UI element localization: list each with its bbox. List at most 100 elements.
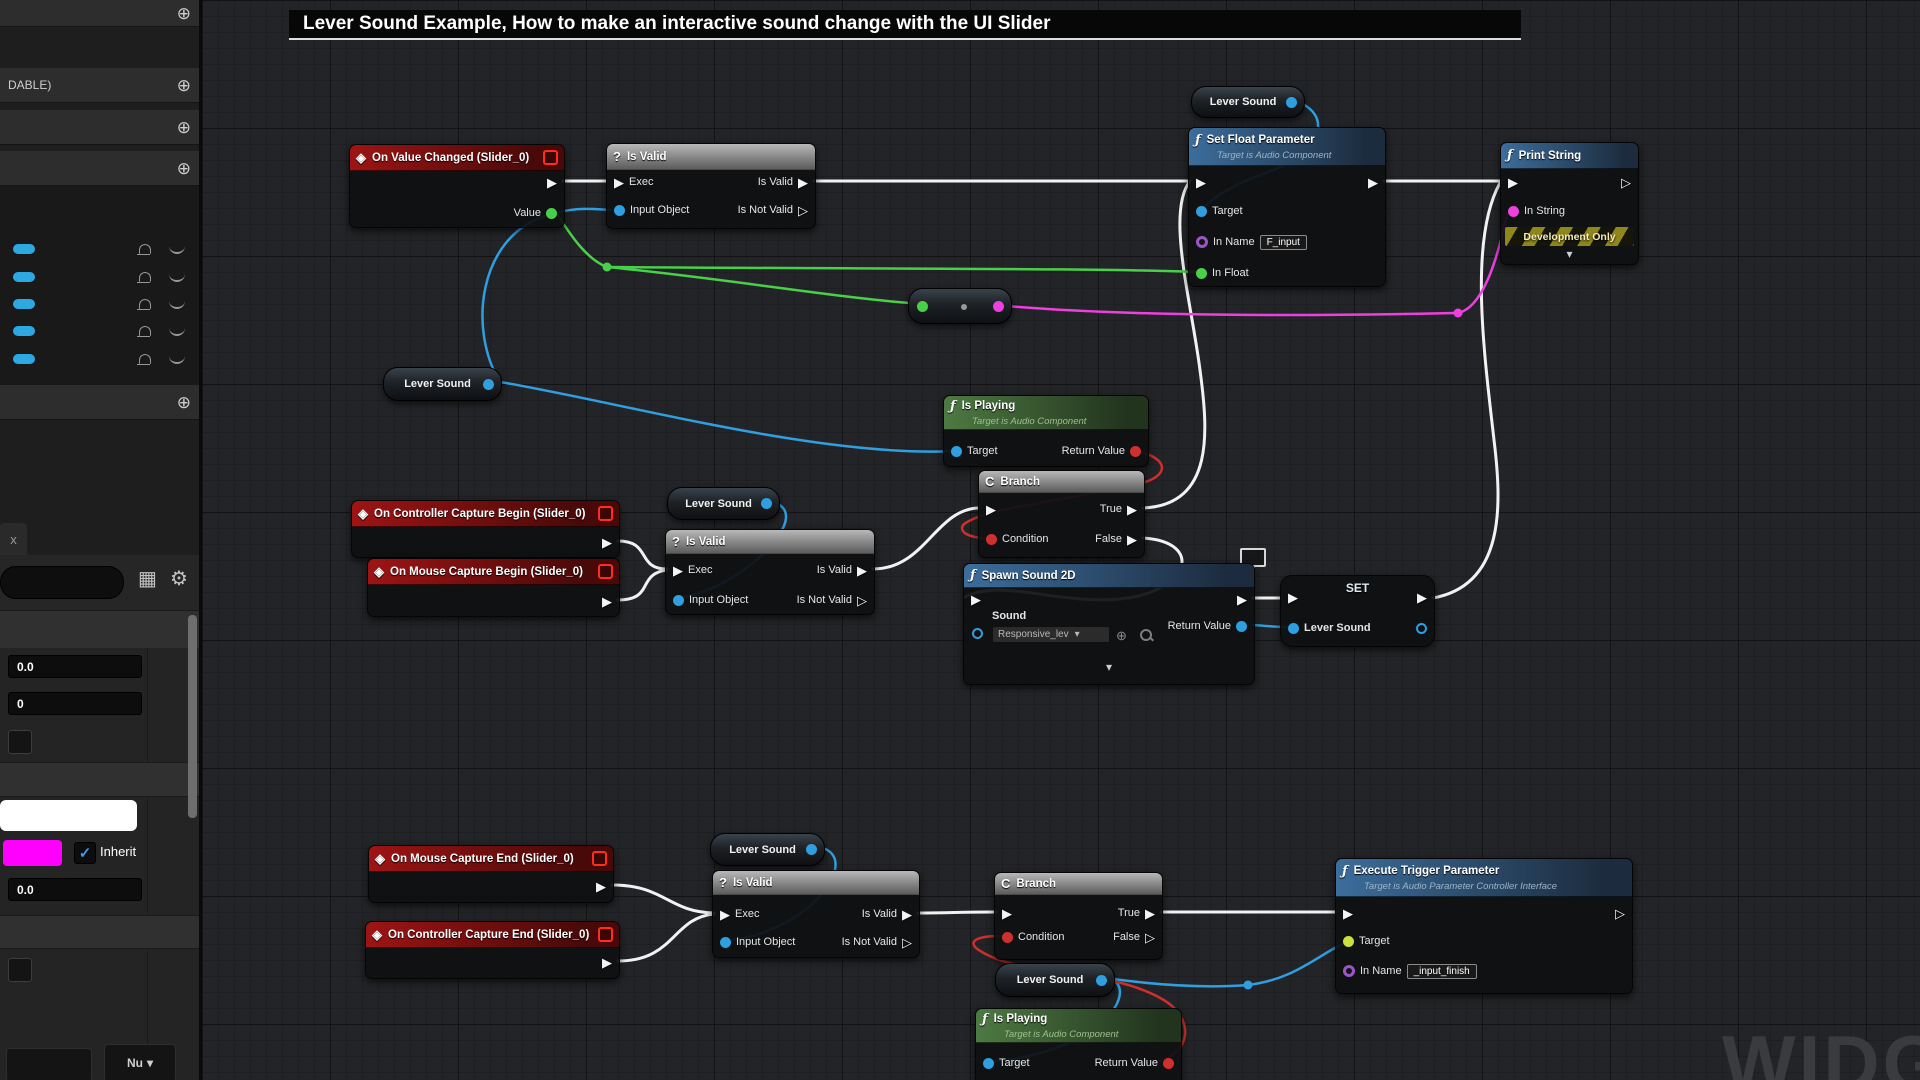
gear-icon[interactable]: ⚙ xyxy=(170,568,188,590)
node-is-valid-3[interactable]: ? Is Valid ▶ Exec Is Valid ▶ Input Objec… xyxy=(712,870,920,958)
delegate-pin[interactable] xyxy=(592,851,607,866)
add-button[interactable]: ⊕ xyxy=(176,3,191,23)
close-icon[interactable]: x xyxy=(10,531,17,547)
var-lever-sound-3[interactable]: Lever Sound xyxy=(667,487,780,520)
var-out-pin[interactable] xyxy=(761,498,772,509)
delegate-pin[interactable] xyxy=(543,150,558,165)
is-valid-out-pin[interactable]: ▶ xyxy=(798,174,808,190)
exec-out-pin[interactable]: ▶ xyxy=(602,534,612,550)
exec-in-pin[interactable]: ▶ xyxy=(971,591,981,607)
sound-pin[interactable] xyxy=(972,628,983,639)
false-out-pin[interactable]: ▶ xyxy=(1127,531,1137,547)
float-field-1[interactable]: 0.0 xyxy=(8,655,142,678)
input-object-pin[interactable] xyxy=(614,204,625,216)
eye-closed-icon[interactable] xyxy=(169,272,185,282)
input-object-pin[interactable] xyxy=(720,936,731,948)
node-on-mouse-capture-end[interactable]: ◈ On Mouse Capture End (Slider_0) ▶ xyxy=(368,845,614,903)
exec-in-pin[interactable]: ▶ xyxy=(1343,905,1353,921)
color-swatch-white[interactable] xyxy=(0,800,137,831)
in-name-input[interactable]: _input_finish xyxy=(1406,963,1477,979)
target-pin[interactable] xyxy=(1196,205,1207,217)
add-button[interactable]: ⊕ xyxy=(176,158,191,178)
node-is-playing-1[interactable]: ƒ Is Playing Target is Audio Component T… xyxy=(943,395,1149,467)
in-float-pin[interactable] xyxy=(1196,267,1207,279)
delegate-pin[interactable] xyxy=(598,564,613,579)
true-out-pin[interactable]: ▶ xyxy=(1145,905,1155,921)
node-branch-1[interactable]: Ϲ Branch ▶ True ▶ Condition False ▶ xyxy=(978,470,1145,558)
node-set-lever-sound[interactable]: SET ▶ ▶ Lever Sound xyxy=(1280,575,1435,647)
inherit-checkbox[interactable]: ✓ xyxy=(74,842,96,864)
node-branch-2[interactable]: Ϲ Branch ▶ True ▶ Condition False ▷ xyxy=(994,872,1163,960)
eye-closed-icon[interactable] xyxy=(169,326,185,336)
bell-icon[interactable] xyxy=(137,271,151,283)
bell-icon[interactable] xyxy=(137,298,151,310)
node-spawn-sound-2d[interactable]: ƒ Spawn Sound 2D ▶ ▶ Sound Responsive_le… xyxy=(963,563,1255,685)
node-float-to-string-conversion[interactable] xyxy=(908,288,1012,324)
grid-view-icon[interactable]: ▦ xyxy=(138,568,157,590)
bell-icon[interactable] xyxy=(137,243,151,255)
add-button[interactable]: ⊕ xyxy=(176,392,191,412)
checkbox-unchecked-2[interactable] xyxy=(8,958,32,982)
node-on-mouse-capture-begin[interactable]: ◈ On Mouse Capture Begin (Slider_0) ▶ xyxy=(367,558,620,617)
var-out-pin[interactable] xyxy=(1096,974,1107,986)
in-name-input[interactable]: F_input xyxy=(1259,234,1307,250)
exec-out-pin[interactable]: ▷ xyxy=(1621,174,1631,190)
bell-icon[interactable] xyxy=(137,353,151,365)
target-pin[interactable] xyxy=(983,1057,994,1069)
exec-out-pin[interactable]: ▶ xyxy=(547,174,557,190)
node-on-value-changed[interactable]: ◈ On Value Changed (Slider_0) ▶ Value xyxy=(349,144,565,228)
var-lever-sound-4[interactable]: Lever Sound xyxy=(710,833,825,866)
bottom-field[interactable] xyxy=(6,1048,92,1080)
conv-out-pin[interactable] xyxy=(993,300,1004,312)
exec-in-pin[interactable]: ▶ xyxy=(720,906,730,922)
details-tab[interactable]: x xyxy=(0,523,27,555)
exec-in-pin[interactable]: ▶ xyxy=(986,501,996,517)
lever-sound-in-pin[interactable] xyxy=(1288,622,1299,634)
condition-pin[interactable] xyxy=(986,533,997,545)
is-not-valid-out-pin[interactable]: ▷ xyxy=(902,934,912,950)
return-value-pin[interactable] xyxy=(1236,620,1247,632)
is-valid-out-pin[interactable]: ▶ xyxy=(857,562,867,578)
false-out-pin[interactable]: ▷ xyxy=(1145,929,1155,945)
var-out-pin[interactable] xyxy=(1286,96,1297,108)
var-out-pin[interactable] xyxy=(483,378,494,390)
comment-title-bar[interactable]: Lever Sound Example, How to make an inte… xyxy=(289,10,1521,40)
browse-icon[interactable] xyxy=(1140,629,1152,641)
details-section-header[interactable] xyxy=(0,915,199,949)
exec-in-pin[interactable]: ▶ xyxy=(1508,174,1518,190)
details-section-header[interactable] xyxy=(0,762,199,797)
exec-out-pin[interactable]: ▶ xyxy=(596,878,606,894)
add-button[interactable]: ⊕ xyxy=(176,75,191,95)
chevron-down-icon[interactable]: ▾ xyxy=(1105,660,1113,674)
variable-row[interactable] xyxy=(0,240,199,257)
var-lever-sound-2[interactable]: Lever Sound xyxy=(383,367,502,401)
return-value-pin[interactable] xyxy=(1130,445,1141,457)
var-lever-sound-1[interactable]: Lever Sound xyxy=(1191,86,1305,118)
category-row[interactable]: ⊕ xyxy=(0,110,199,145)
sound-asset-dropdown[interactable]: Responsive_lev ▾ xyxy=(992,626,1110,643)
exec-out-pin[interactable]: ▶ xyxy=(1237,591,1247,607)
var-out-pin[interactable] xyxy=(806,844,817,855)
condition-pin[interactable] xyxy=(1002,931,1013,943)
bell-icon[interactable] xyxy=(137,325,151,337)
lever-sound-out-pin[interactable] xyxy=(1416,622,1427,634)
category-row[interactable]: ⊕ xyxy=(0,0,199,27)
variable-row[interactable] xyxy=(0,350,199,367)
is-valid-out-pin[interactable]: ▶ xyxy=(902,906,912,922)
exec-in-pin[interactable]: ▶ xyxy=(1288,590,1298,605)
exec-in-pin[interactable]: ▶ xyxy=(614,174,624,190)
is-not-valid-out-pin[interactable]: ▷ xyxy=(798,202,808,218)
node-on-controller-capture-begin[interactable]: ◈ On Controller Capture Begin (Slider_0)… xyxy=(351,500,620,558)
int-field[interactable]: 0 xyxy=(8,692,142,715)
target-pin[interactable] xyxy=(1343,935,1354,947)
category-row[interactable]: ⊕ xyxy=(0,385,199,420)
float-field-2[interactable]: 0.0 xyxy=(8,878,142,901)
var-lever-sound-5[interactable]: Lever Sound xyxy=(995,963,1115,997)
input-object-pin[interactable] xyxy=(673,594,684,606)
chevron-down-icon[interactable]: ▾ xyxy=(1566,247,1573,261)
search-input[interactable] xyxy=(0,566,124,599)
true-out-pin[interactable]: ▶ xyxy=(1127,501,1137,517)
eye-closed-icon[interactable] xyxy=(169,299,185,309)
exec-out-pin[interactable]: ▶ xyxy=(602,593,612,609)
color-swatch-magenta[interactable] xyxy=(3,840,62,866)
